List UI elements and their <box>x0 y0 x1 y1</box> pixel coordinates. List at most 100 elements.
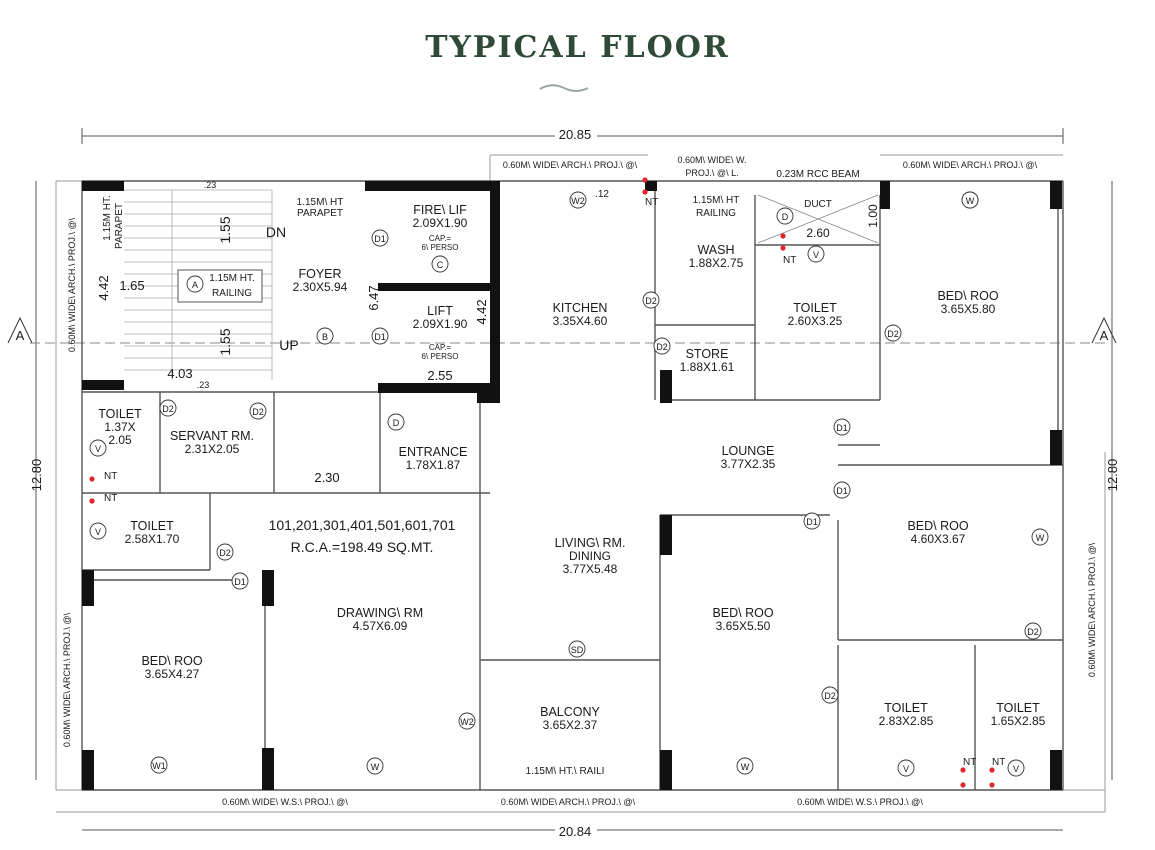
lift-core-wall <box>365 181 500 191</box>
nt-point-dot <box>89 498 95 504</box>
room-label-servant: SERVANT RM. <box>170 429 254 443</box>
room-label-toilet4: TOILET <box>884 701 928 715</box>
callout: D1 <box>836 423 848 433</box>
callout-circle <box>884 324 902 342</box>
callout: D <box>393 418 400 428</box>
room-label-lift: LIFT <box>427 304 453 318</box>
room-label-bed_tr: BED\ ROO <box>937 289 998 303</box>
room-label-toilet5: 1.65X2.85 <box>991 714 1046 728</box>
column <box>880 181 890 209</box>
room-label-toilet2: 2.58X1.70 <box>125 532 180 546</box>
plan-note: 0.23M RCC BEAM <box>776 169 859 180</box>
rca-area: R.C.A.=198.49 SQ.MT. <box>291 539 434 555</box>
plan-note: 2.60 <box>806 226 830 240</box>
callout: D2 <box>1027 627 1039 637</box>
plan-title: TYPICAL FLOOR <box>425 30 730 65</box>
room-label-toilet1: TOILET <box>98 407 142 421</box>
callout-circle <box>1031 528 1049 546</box>
room-label-fire_lift: FIRE\ LIF <box>413 203 467 217</box>
room-label-fire_lift: 2.09X1.90 <box>413 216 468 230</box>
room-label-kitchen: KITCHEN <box>553 301 608 315</box>
nt-label: NT <box>645 197 658 208</box>
room-label-bed_l: BED\ ROO <box>141 654 202 668</box>
room-label-servant: 2.31X2.05 <box>185 442 240 456</box>
room-label-toilet3: 2.60X3.25 <box>788 314 843 328</box>
plan-note: 0.60M\ WIDE\ ARCH.\ PROJ.\ @\ <box>903 160 1038 170</box>
room-label-toilet1: 2.05 <box>108 433 132 447</box>
column <box>1050 750 1062 790</box>
callout-circle <box>431 255 449 273</box>
callout-circle <box>159 399 177 417</box>
callout-circle <box>807 245 825 263</box>
title-ornament <box>539 84 589 92</box>
callout-circle <box>371 229 389 247</box>
callout: D2 <box>887 329 899 339</box>
duct-cross <box>757 194 879 244</box>
nt-label: NT <box>104 493 117 504</box>
callout: D1 <box>374 332 386 342</box>
dim-gap <box>555 126 597 140</box>
plan-note: 6\ PERSO <box>422 352 459 361</box>
plan-note: UP <box>279 337 298 353</box>
plan-note: 4.42 <box>96 275 111 300</box>
callout: V <box>1013 764 1019 774</box>
plan-note: CAP.= <box>429 234 452 243</box>
callout-circle <box>249 402 267 420</box>
callout: D2 <box>162 404 174 414</box>
room-label-foyer: FOYER <box>298 267 341 281</box>
plan-note: PROJ.\ @\ L. <box>685 168 738 178</box>
nt-point-dot <box>960 782 966 788</box>
callout: W <box>371 762 380 772</box>
plan-note: 1.15M\ HT <box>297 197 344 208</box>
plan-note: 1.55 <box>217 216 233 243</box>
column <box>82 750 94 790</box>
room-label-balcony: BALCONY <box>540 705 600 719</box>
section-marker <box>7 316 33 344</box>
column <box>262 570 274 606</box>
callout: D2 <box>824 691 836 701</box>
plan-note: PARAPET <box>114 203 125 249</box>
callout-circle <box>366 757 384 775</box>
plan-note: 0.60M\ WIDE\ ARCH.\ PROJ.\ @\ <box>67 217 77 352</box>
plan-note: 0.60M\ WIDE\ W.S.\ PROJ.\ @\ <box>797 797 923 807</box>
column <box>82 570 94 606</box>
nt-point-dot <box>960 767 966 773</box>
nt-point-dot <box>89 476 95 482</box>
room-label-wash: 1.88X2.75 <box>689 256 744 270</box>
room-label-bed_tr: 3.65X5.80 <box>941 302 996 316</box>
callout: W1 <box>152 761 166 771</box>
callout: D1 <box>836 486 848 496</box>
callout-circle <box>897 759 915 777</box>
callout: D2 <box>645 296 657 306</box>
callout: D2 <box>252 407 264 417</box>
plan-note: DN <box>266 224 286 240</box>
callout-circle <box>803 512 821 530</box>
nt-point-dot <box>780 245 786 251</box>
room-label-wash: WASH <box>697 243 734 257</box>
callout-circle <box>89 439 107 457</box>
room-label-bed_c: BED\ ROO <box>712 606 773 620</box>
plan-note: .23 <box>197 380 210 390</box>
nt-point-dot <box>642 177 648 183</box>
room-label-toilet4: 2.83X2.85 <box>879 714 934 728</box>
plan-note: PARAPET <box>297 208 343 219</box>
plan-note: RAILING <box>696 208 736 219</box>
callout-circle <box>371 327 389 345</box>
callout-circle <box>387 413 405 431</box>
callout-circle <box>316 327 334 345</box>
room-label-lounge: 3.77X2.35 <box>721 457 776 471</box>
callout: V <box>813 250 819 260</box>
plan-note: 0.60M\ WIDE\ ARCH.\ PROJ.\ @\ <box>501 797 636 807</box>
room-label-toilet2: TOILET <box>130 519 174 533</box>
plan-note: 0.60M\ WIDE\ ARCH.\ PROJ.\ @\ <box>62 612 72 747</box>
room-label-bed_mr: BED\ ROO <box>907 519 968 533</box>
plan-note: 1.15M\ HT.\ RAILI <box>526 766 605 777</box>
callout-circle <box>642 291 660 309</box>
plan-note: 2.55 <box>427 368 452 383</box>
nt-label: NT <box>992 757 1005 768</box>
lift-core-wall <box>490 181 500 403</box>
column <box>660 750 672 790</box>
room-label-foyer: 2.30X5.94 <box>293 280 348 294</box>
callout-circle <box>569 191 587 209</box>
